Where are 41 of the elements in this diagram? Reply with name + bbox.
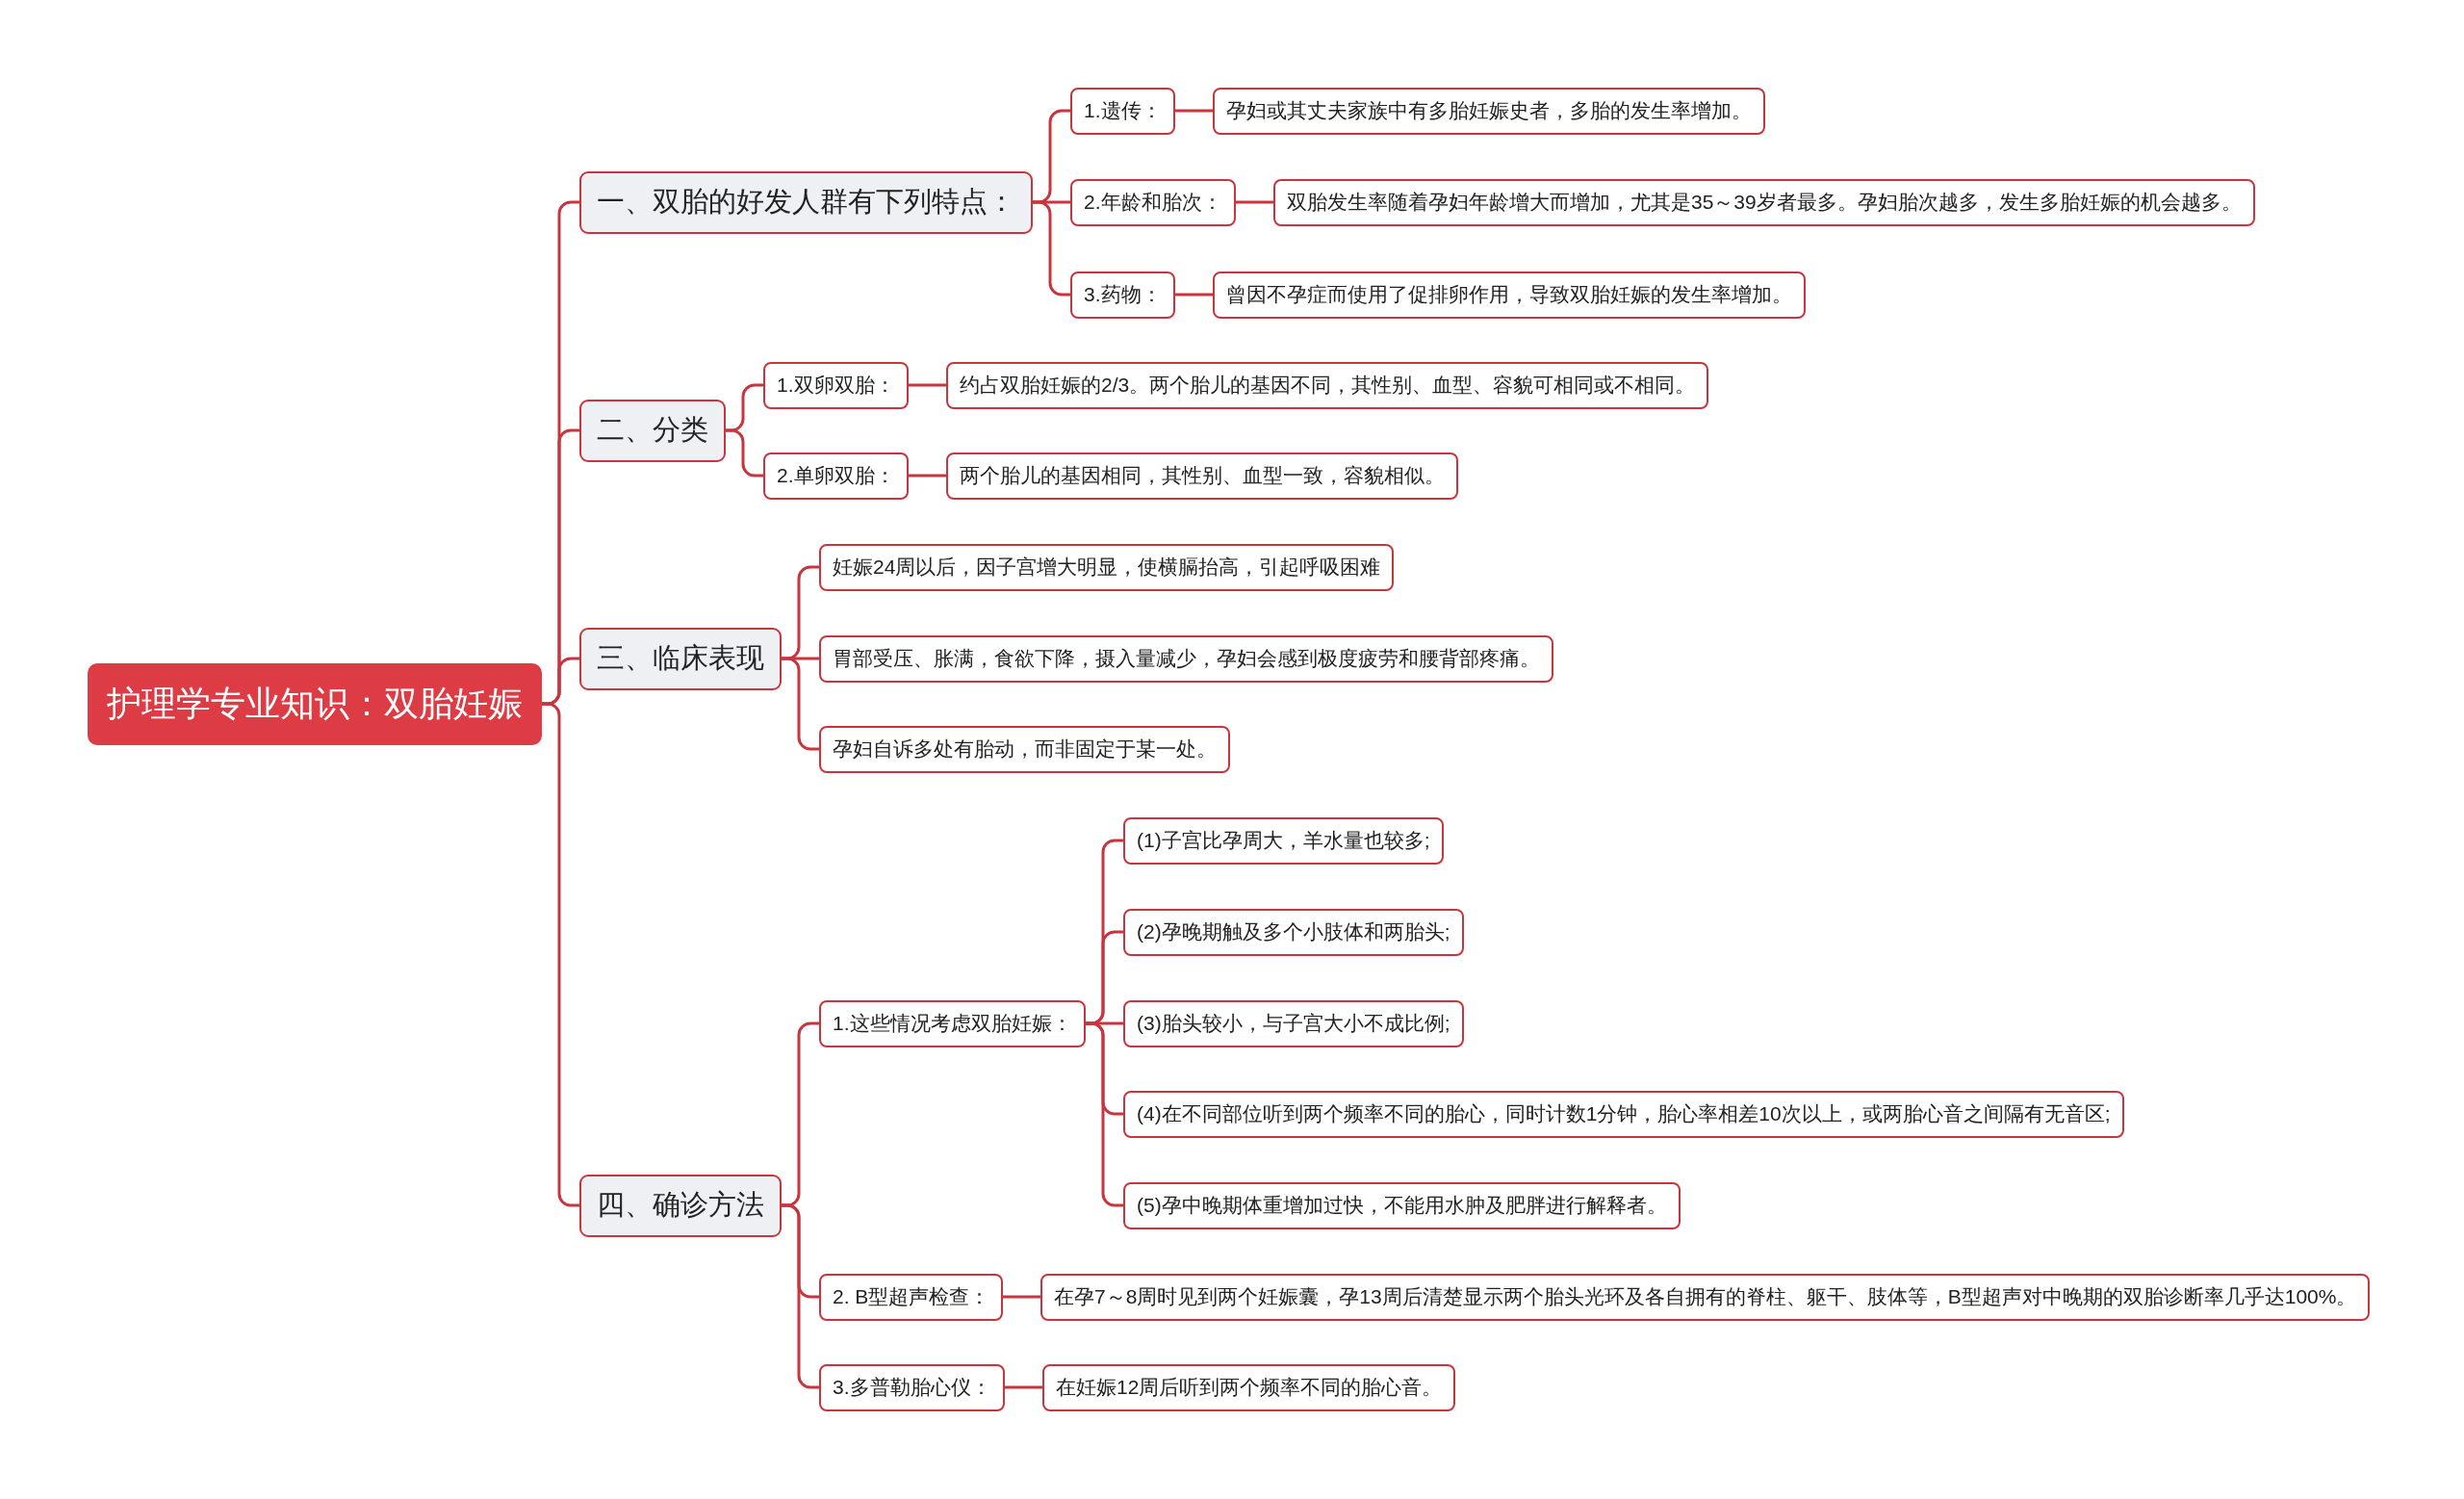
connector-line	[542, 702, 579, 1207]
topic-box: 在妊娠12周后听到两个频率不同的胎心音。	[1042, 1363, 1456, 1411]
topic-box: 2.单卵双胎：	[763, 452, 909, 500]
topic-box: 孕妇或其丈夫家族中有多胎妊娠史者，多胎的发生率增加。	[1213, 87, 1765, 135]
topic-box: 1.遗传：	[1070, 87, 1175, 135]
connector-line	[909, 383, 946, 387]
connector-line	[782, 657, 819, 751]
connector-line	[1005, 1385, 1042, 1389]
connector-line	[1175, 109, 1213, 113]
topic-box: 二、分类	[579, 399, 726, 462]
topic-box: 1.这些情况考虑双胎妊娠：	[819, 999, 1086, 1047]
topic-box: 妊娠24周以后，因子宫增大明显，使横膈抬高，引起呼吸困难	[819, 543, 1395, 591]
topic-box: 一、双胎的好发人群有下列特点：	[579, 170, 1033, 234]
connector-line	[909, 474, 946, 478]
connector-line	[726, 428, 763, 478]
connector-line	[782, 1203, 819, 1389]
topic-box: 胃部受压、胀满，食欲下降，摄入量减少，孕妇会感到极度疲劳和腰背部疼痛。	[819, 634, 1553, 683]
topic-box: 孕妇自诉多处有胎动，而非固定于某一处。	[819, 725, 1230, 773]
connector-line	[1175, 293, 1213, 297]
topic-box: 四、确诊方法	[579, 1174, 782, 1237]
connector-line	[1086, 1021, 1123, 1207]
topic-box: 3.多普勒胎心仪：	[819, 1363, 1005, 1411]
topic-box: 三、临床表现	[579, 627, 782, 690]
connector-line	[1033, 200, 1070, 297]
topic-box: (2)孕晚期触及多个小肢体和两胎头;	[1123, 908, 1464, 956]
topic-box: 3.药物：	[1070, 271, 1175, 319]
topic-box: 曾因不孕症而使用了促排卵作用，导致双胎妊娠的发生率增加。	[1213, 271, 1806, 319]
topic-box: 两个胎儿的基因相同，其性别、血型一致，容貌相似。	[946, 452, 1458, 500]
connector-line	[1236, 200, 1273, 204]
topic-box: 1.双卵双胎：	[763, 361, 909, 409]
topic-box: 双胎发生率随着孕妇年龄增大而增加，尤其是35～39岁者最多。孕妇胎次越多，发生多胎妊娠的机会越多。	[1273, 178, 2255, 226]
topic-box: 在孕7～8周时见到两个妊娠囊，孕13周后清楚显示两个胎头光环及各自拥有的脊柱、躯干、肢体等，B型超声对中晚期的双胎诊断率几乎达100%。	[1040, 1273, 2371, 1321]
central-topic-box: 护理学专业知识：双胎妊娠	[88, 662, 542, 745]
topic-box: 2. B型超声检查：	[819, 1273, 1004, 1321]
topic-box: (4)在不同部位听到两个频率不同的胎心，同时计数1分钟，胎心率相差10次以上，或两胎心音之间隔有无音区;	[1123, 1090, 2124, 1138]
topic-box: 约占双胎妊娠的2/3。两个胎儿的基因不同，其性别、血型、容貌可相同或不相同。	[946, 361, 1709, 409]
topic-box: (3)胎头较小，与子宫大小不成比例;	[1123, 999, 1464, 1047]
connector-line	[1003, 1295, 1040, 1299]
topic-box: (5)孕中晚期体重增加过快，不能用水肿及肥胖进行解释者。	[1123, 1181, 1681, 1229]
topic-box: (1)子宫比孕周大，羊水量也较多;	[1123, 816, 1444, 865]
topic-box: 2.年龄和胎次：	[1070, 178, 1236, 226]
